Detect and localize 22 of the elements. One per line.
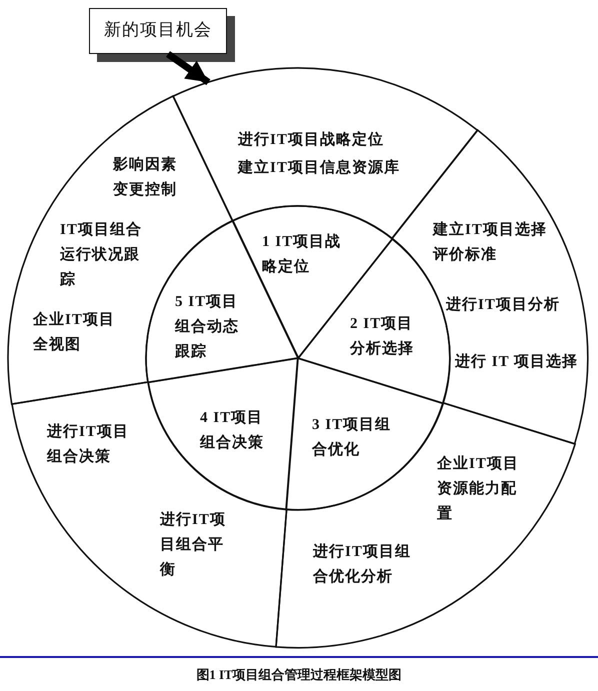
pie-sector (146, 357, 299, 511)
sector-label: 进行IT项目组合优化分析 (312, 542, 412, 587)
sector-label: 进行IT项目分析 (446, 295, 561, 315)
sector-label: 进行IT项目组合平衡 (160, 510, 227, 580)
sector-label: 进行IT项目战略定位 (238, 130, 385, 150)
stage-label: 4 IT项目组合决策 (200, 409, 265, 453)
ring-sector (274, 402, 576, 649)
stage-label: 5 IT项目组合动态跟踪 (174, 292, 240, 362)
stage-label: 1 IT项目战略定位 (262, 232, 342, 277)
sector-label: 进行IT项目组合决策 (46, 422, 130, 467)
figure-caption: 图1 IT项目组合管理过程框架模型图 (195, 666, 403, 684)
sector-label: 进行 IT 项目选择 (454, 352, 580, 372)
sector-label: 建立IT项目选择评价标准 (432, 220, 548, 265)
sector-label: 企业IT项目资源能力配置 (436, 454, 520, 524)
stage-label: 2 IT项目分析选择 (350, 314, 415, 359)
arrow (166, 51, 210, 86)
sector-label: 影响因素变更控制 (112, 155, 178, 200)
sector-label: 建立IT项目信息资源库 (238, 158, 401, 178)
sector-label: 企业IT项目全视图 (32, 310, 116, 355)
ring-sector (10, 381, 288, 648)
sector-label: IT项目组合运行状况跟踪 (60, 220, 143, 290)
stage-label: 3 IT项目组合优化 (312, 416, 392, 460)
